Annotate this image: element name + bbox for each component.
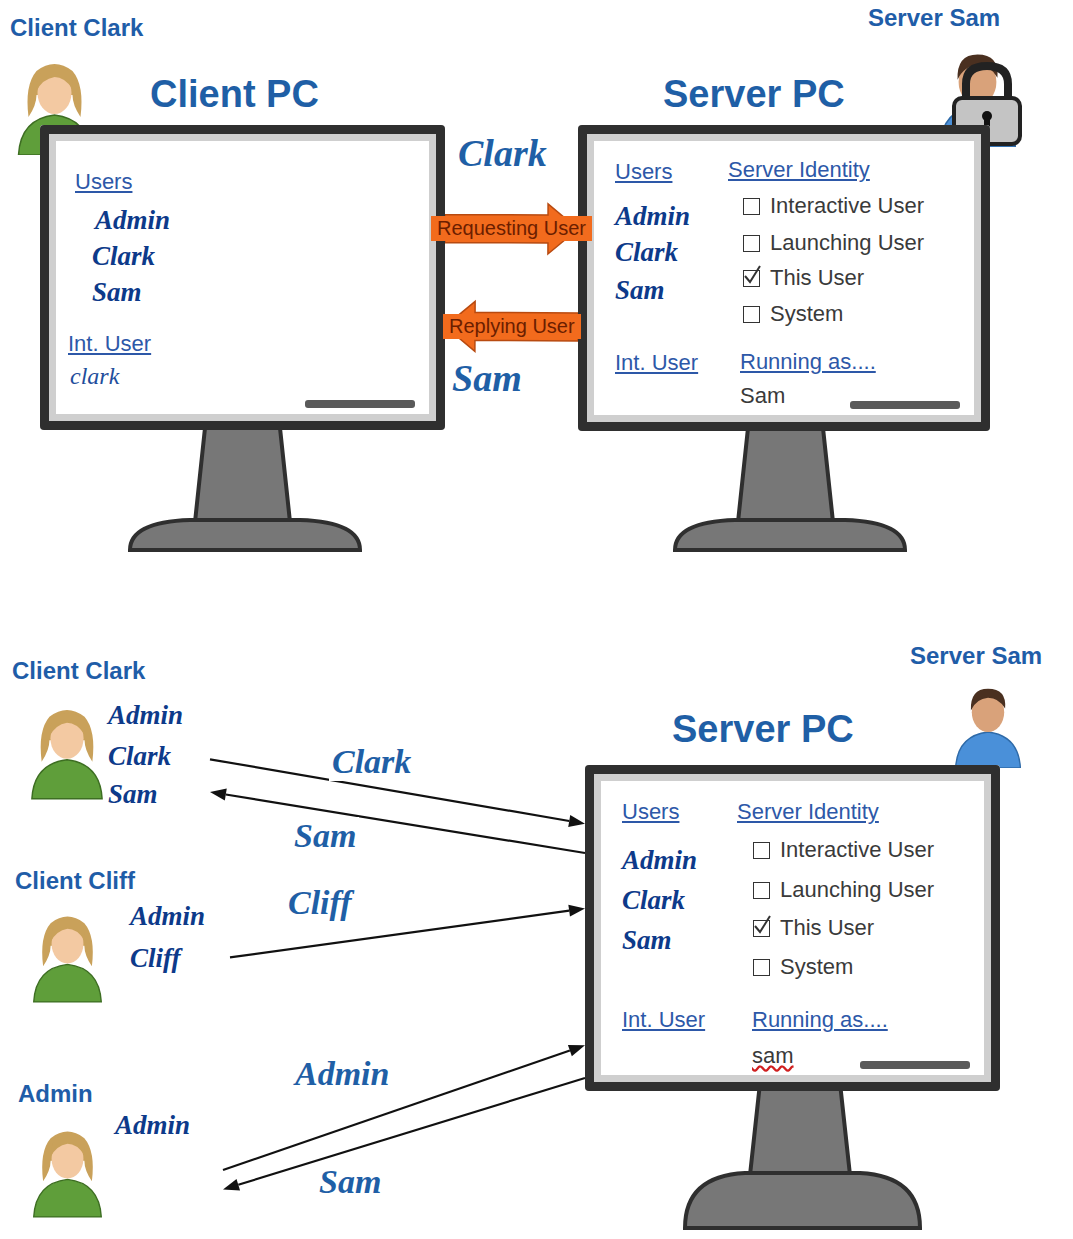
node-text: Users <box>75 169 132 195</box>
arrow-line <box>223 1045 585 1170</box>
screen-bar <box>860 1061 970 1069</box>
person-icon <box>956 689 1021 768</box>
server-monitor: Server PCUsersAdminClarkSamServer Identi… <box>585 765 1000 1091</box>
node-text: Admin <box>615 201 690 232</box>
monitor-title: Server PC <box>663 73 845 116</box>
node-text: Clark <box>92 241 155 272</box>
node-text: Admin <box>130 901 205 932</box>
person-icon <box>34 1132 102 1217</box>
checkbox <box>743 306 760 323</box>
node-text: Int. User <box>68 331 151 357</box>
checkbox <box>743 270 760 287</box>
checkbox <box>743 235 760 252</box>
server-monitor: Server PCUsersAdminClarkSamServer Identi… <box>578 125 990 431</box>
node-text: Admin <box>108 700 183 731</box>
node-text: Clark <box>622 885 685 916</box>
node-text: This User <box>770 265 864 291</box>
node-text: Int. User <box>615 350 698 376</box>
node-text: Client Clark <box>12 657 145 685</box>
node-text: System <box>770 301 843 327</box>
node-text: Clark <box>108 741 171 772</box>
node-text: Admin <box>115 1110 190 1141</box>
checkbox <box>753 842 770 859</box>
checkbox <box>743 198 760 215</box>
node-text: Admin <box>622 845 697 876</box>
node-text: Sam <box>615 275 665 306</box>
node-text: Clark <box>615 237 678 268</box>
client-person: Client CliffAdminCliff <box>10 865 230 1005</box>
node-text: Sam <box>740 383 785 409</box>
node-text: Server Identity <box>737 799 879 825</box>
screen-bar <box>850 401 960 409</box>
screen-bar <box>305 400 415 408</box>
client-monitor: Client PCUsersAdminClarkSamInt. Userclar… <box>40 125 445 430</box>
arrow-line <box>230 905 585 958</box>
node-text: Client Cliff <box>15 867 135 895</box>
node-text: clark <box>70 363 119 390</box>
node-text: Users <box>615 159 672 185</box>
node-text: Sam <box>108 779 158 810</box>
person-icon <box>34 917 102 1002</box>
flow-label: Clark <box>458 131 547 175</box>
person-icon <box>32 710 102 799</box>
person-name: Server Sam <box>910 642 1042 670</box>
client-person: Client ClarkAdminClarkSam <box>10 655 210 818</box>
node-text: Admin <box>18 1080 93 1108</box>
flow-label: Sam <box>452 356 522 400</box>
person-name: Client Clark <box>10 14 143 42</box>
node-text: Interactive User <box>770 193 924 219</box>
checkbox <box>753 959 770 976</box>
node-text: System <box>780 954 853 980</box>
arrow-line <box>210 789 585 853</box>
checkbox <box>753 920 770 937</box>
edge-label: Sam <box>291 817 359 855</box>
edge-label: Sam <box>316 1163 384 1201</box>
node-text: Sam <box>92 277 142 308</box>
node-text: Admin <box>95 205 170 236</box>
edge-label: Cliff <box>285 884 355 922</box>
node-text: Sam <box>622 925 672 956</box>
node-text: Cliff <box>130 943 181 974</box>
edge-label: Replying User <box>443 314 581 339</box>
node-text: Int. User <box>622 1007 705 1033</box>
monitor-title: Client PC <box>150 73 319 116</box>
node-text: This User <box>780 915 874 941</box>
node-text: Running as.... <box>752 1007 888 1033</box>
node-text: Running as.... <box>740 349 876 375</box>
edge-label: Clark <box>329 743 414 781</box>
edge-label: Admin <box>292 1055 392 1093</box>
edge-label: Requesting User <box>431 216 592 241</box>
node-text: Interactive User <box>780 837 934 863</box>
person-name: Server Sam <box>868 4 1000 32</box>
node-text: sam <box>752 1043 794 1069</box>
node-text: Server Identity <box>728 157 870 183</box>
node-text: Launching User <box>780 877 934 903</box>
node-text: Launching User <box>770 230 924 256</box>
admin-person: AdminAdmin <box>8 1080 223 1230</box>
arrow-line <box>223 1078 585 1191</box>
node-text: Users <box>622 799 679 825</box>
checkbox <box>753 882 770 899</box>
monitor-title: Server PC <box>672 708 854 751</box>
